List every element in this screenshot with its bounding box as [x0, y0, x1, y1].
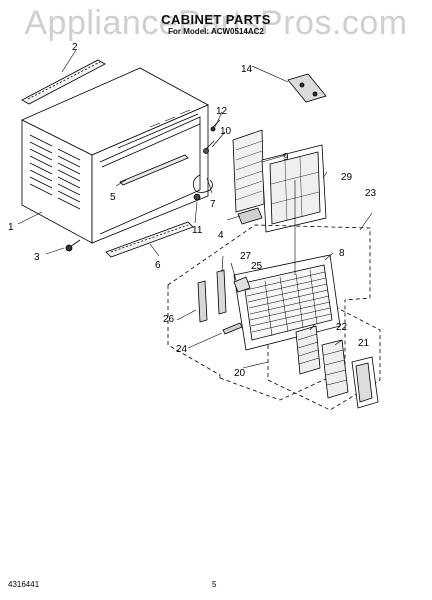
callout-22: 22: [336, 322, 348, 333]
callout-5: 5: [110, 192, 116, 203]
assembly-outline: [167, 224, 381, 411]
part-11-nut: [193, 193, 201, 201]
part-29-filter-frame: [261, 144, 327, 233]
callout-4: 4: [218, 230, 224, 241]
part-21-louver: [321, 339, 349, 399]
callout-20: 20: [234, 368, 246, 379]
page-number: 5: [212, 580, 217, 589]
part-22-louver: [295, 325, 321, 375]
callout-6: 6: [155, 260, 161, 271]
callout-1: 1: [8, 222, 14, 233]
diagram-title: CABINET PARTS: [161, 12, 271, 27]
part-20-frame: [351, 356, 379, 409]
part-12-screw: [210, 119, 221, 132]
callout-24: 24: [176, 344, 188, 355]
part-5-bracket: [119, 154, 189, 186]
part-27-strip: [216, 269, 227, 315]
part-14-bracket: [287, 73, 327, 103]
part-25-tab: [233, 276, 251, 293]
callout-10: 10: [220, 126, 232, 137]
callout-3: 3: [34, 252, 40, 263]
callout-21: 21: [358, 338, 370, 349]
document-number: 4316441: [8, 580, 40, 589]
cabinet: [21, 67, 209, 244]
callout-23: 23: [365, 188, 377, 199]
part-7-cord: [192, 174, 213, 193]
callout-25: 25: [251, 261, 263, 272]
callout-14: 14: [241, 64, 253, 75]
diagram-subtitle: For Model: ACW0514AC2: [168, 27, 264, 36]
callout-2: 2: [72, 42, 78, 53]
callout-26: 26: [163, 314, 175, 325]
callout-11: 11: [192, 225, 203, 236]
part-10-clip: [203, 140, 215, 154]
callout-12: 12: [216, 106, 228, 117]
part-24-strip: [222, 322, 243, 335]
callout-7: 7: [210, 199, 216, 210]
callout-8: 8: [339, 248, 345, 259]
part-6-bottom-rail: [105, 221, 194, 258]
part-4-block: [237, 207, 263, 225]
leader-lines: [17, 49, 373, 369]
part-2-top-rail: [21, 59, 106, 105]
callout-29: 29: [341, 172, 353, 183]
part-9-filter: [232, 129, 265, 213]
part-26-strip: [197, 280, 208, 323]
callout-27: 27: [240, 251, 252, 262]
part-3-screw: [65, 239, 81, 252]
callout-9: 9: [283, 152, 289, 163]
